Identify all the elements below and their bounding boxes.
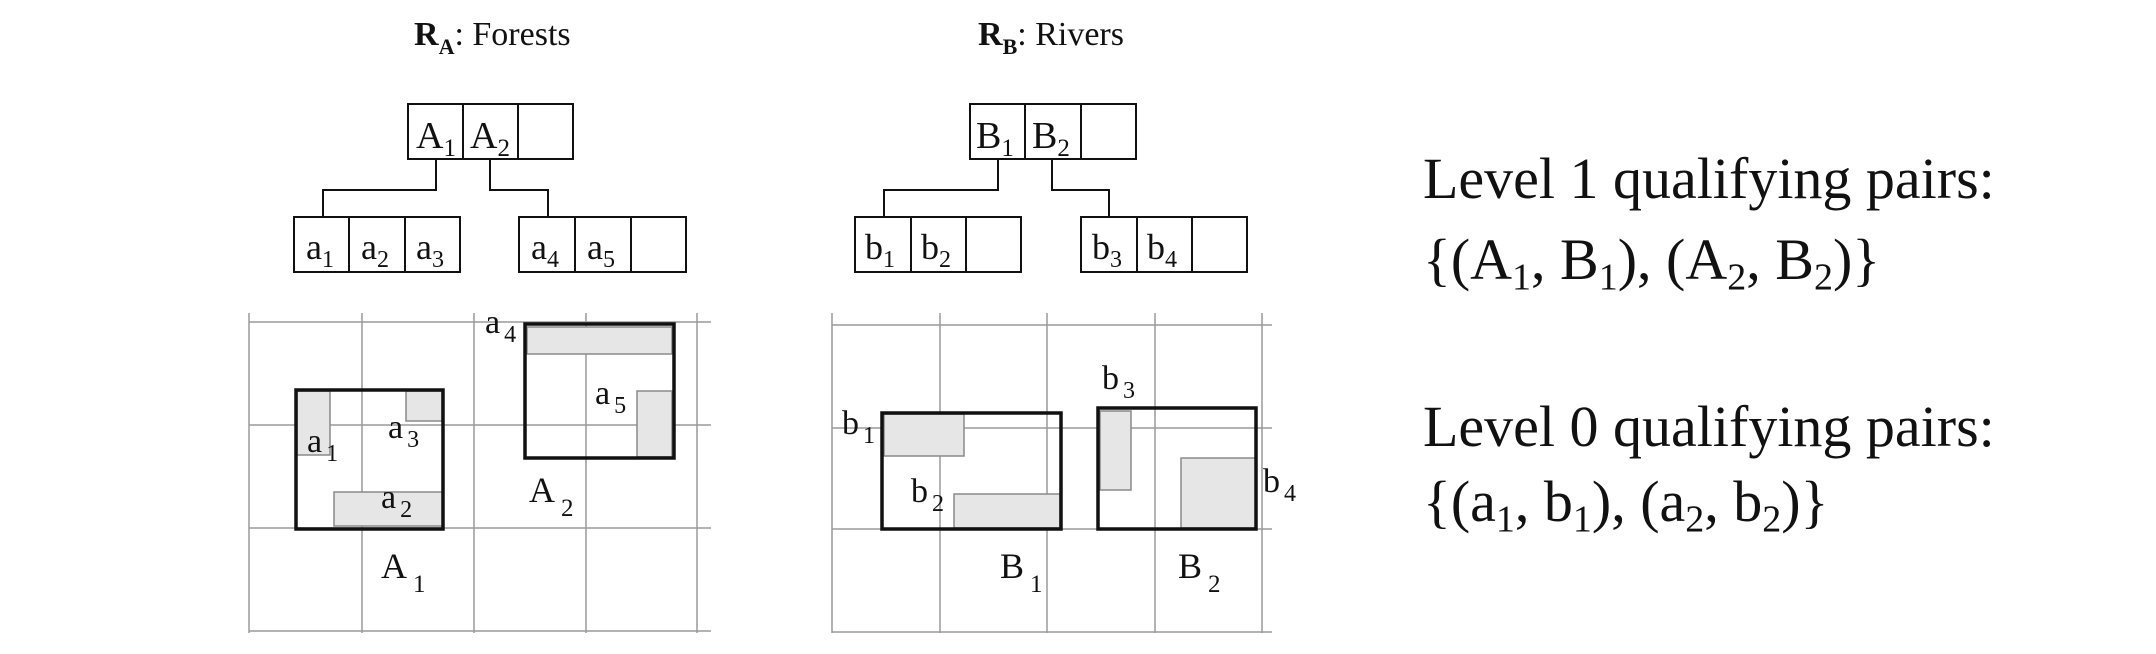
mbr-b2: [1096, 406, 1258, 531]
mbr-b1: [880, 411, 1063, 531]
tree-b-leaf-entry: b1: [865, 227, 895, 273]
object-b1: [883, 413, 965, 457]
tree-b-leaf-node-right: [1080, 216, 1248, 273]
level1-title: Level 1 qualifying pairs:: [1423, 146, 1995, 211]
tree-b-root-entry: B2: [1032, 115, 1070, 162]
tree-a-leaf-entry: a1: [306, 227, 334, 273]
tree-b-leaf-entry: b2: [921, 227, 951, 273]
tree-a-leaf-entry: a2: [361, 227, 389, 273]
forest-objects: [296, 326, 673, 527]
r-tree-b: [854, 103, 1248, 273]
object-a5: [636, 390, 673, 458]
tree-a-leaf-entry: a3: [416, 227, 444, 273]
object-b2: [953, 493, 1061, 529]
tree-a-connector-left: [322, 159, 437, 217]
tree-b-leaf-entry: b4: [1147, 227, 1177, 273]
tree-b-leaf-node-left: [854, 216, 1022, 273]
spatial-grid-a: [248, 313, 711, 633]
relation-a-title: RA: Forests: [414, 16, 571, 59]
tree-a-root-entry: A2: [470, 115, 510, 162]
relation-b-title: RB: Rivers: [978, 16, 1124, 59]
level1-pairs: {(A1, B1), (A2, B2)}: [1423, 227, 1881, 299]
tree-b-leaf-entry: b3: [1092, 227, 1122, 273]
object-b3: [1099, 410, 1132, 491]
object-b4: [1180, 457, 1257, 529]
tree-a-leaf-node-right: [518, 216, 687, 273]
tree-b-root-entry: B1: [976, 115, 1014, 162]
level0-title: Level 0 qualifying pairs:: [1423, 394, 1995, 459]
level0-pairs: {(a1, b1), (a2, b2)}: [1423, 469, 1829, 541]
mbr-a2: [523, 322, 676, 460]
object-a3: [405, 390, 443, 422]
tree-a-leaf-entry: a5: [587, 227, 615, 273]
tree-a-connector-right: [489, 159, 549, 217]
r-tree-a: [293, 103, 687, 273]
tree-a-leaf-node-left: [293, 216, 461, 273]
object-a4: [526, 326, 673, 355]
tree-b-connector-left: [883, 159, 999, 217]
object-a1: [296, 390, 331, 456]
mbr-a1: [294, 388, 445, 531]
tree-a-root-entry: A1: [416, 115, 456, 162]
river-objects: [883, 410, 1257, 529]
tree-b-connector-right: [1051, 159, 1110, 217]
tree-a-leaf-entry: a4: [531, 227, 559, 273]
